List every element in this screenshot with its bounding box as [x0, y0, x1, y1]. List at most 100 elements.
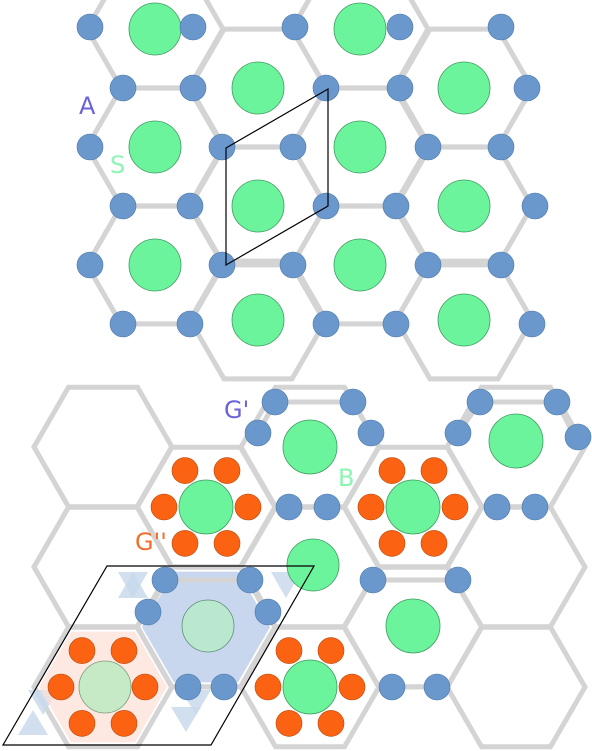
blue-atom-g-prime	[210, 673, 238, 701]
blue-atom-a	[76, 251, 104, 279]
blue-atom-g-prime	[564, 423, 592, 451]
blue-atom-g-prime	[174, 673, 202, 701]
orange-atom-g-double-prime	[110, 710, 138, 737]
orange-atom-g-double-prime	[317, 637, 345, 664]
blue-atom-g-prime	[275, 493, 303, 521]
orange-atom-g-double-prime	[213, 457, 241, 484]
blue-atom-a	[382, 192, 410, 220]
green-atom-b	[282, 419, 338, 475]
green-atom-faded	[181, 599, 235, 653]
green-atom-s	[231, 293, 285, 347]
blue-atom-g-prime	[543, 388, 571, 416]
orange-atom-g-double-prime	[171, 530, 199, 557]
blue-atom-g-prime	[151, 566, 179, 594]
orange-atom-g-double-prime	[68, 637, 96, 664]
green-atom-s	[128, 2, 182, 56]
blue-atom-a	[109, 310, 137, 338]
blue-atom-a	[109, 74, 137, 102]
green-atom-b	[178, 479, 234, 535]
orange-atom-g-double-prime	[378, 530, 406, 557]
blue-atom-g-prime	[444, 566, 472, 594]
blue-atom-a	[179, 13, 207, 41]
orange-atom-g-double-prime	[317, 710, 345, 737]
blue-atom-a	[208, 133, 236, 161]
blue-atom-a	[487, 133, 515, 161]
label-b: B	[338, 464, 355, 492]
green-atom-s	[128, 120, 182, 174]
orange-atom-g-double-prime	[234, 493, 262, 521]
blue-atom-g-prime	[444, 419, 472, 447]
orange-atom-g-double-prime	[275, 637, 303, 664]
green-atom-b	[286, 538, 340, 592]
orange-atom-g-double-prime	[357, 493, 385, 521]
blue-atom-a	[521, 192, 549, 220]
label-g-double-prime: G''	[135, 528, 167, 556]
blue-atom-a	[487, 13, 515, 41]
blue-atom-a	[487, 251, 515, 279]
orange-atom-g-double-prime	[47, 673, 75, 701]
blue-atom-a	[76, 133, 104, 161]
blue-atom-g-prime	[244, 419, 272, 447]
blue-atom-g-prime	[521, 493, 549, 521]
orange-atom-g-double-prime	[110, 637, 138, 664]
green-atom-b	[385, 479, 441, 535]
green-atom-s	[333, 2, 387, 56]
green-atom-s	[231, 61, 285, 115]
blue-atom-a	[382, 310, 410, 338]
hexagon-outline	[444, 504, 588, 630]
label-a: A	[79, 92, 96, 120]
blue-atom-a	[279, 133, 307, 161]
blue-atom-g-prime	[466, 388, 494, 416]
blue-atom-a	[208, 251, 236, 279]
orange-atom-g-double-prime	[131, 673, 159, 701]
blue-atom-a	[312, 310, 340, 338]
green-atom-b	[282, 659, 338, 715]
blue-atom-g-prime	[313, 493, 341, 521]
green-atom-s	[437, 61, 491, 115]
blue-atom-g-prime	[357, 419, 385, 447]
blue-atom-a	[281, 13, 309, 41]
blue-atom-a	[312, 192, 340, 220]
atoms	[47, 2, 592, 737]
shaded-triangle	[171, 707, 201, 732]
orange-atom-g-double-prime	[441, 493, 469, 521]
blue-atom-a	[76, 13, 104, 41]
blue-atom-a	[176, 310, 204, 338]
blue-atom-a	[109, 192, 137, 220]
hexagon-outline	[31, 384, 175, 510]
blue-atom-a	[518, 310, 546, 338]
blue-atom-g-prime	[134, 598, 162, 626]
blue-atom-g-prime	[378, 673, 406, 701]
orange-atom-g-double-prime	[420, 530, 448, 557]
orange-atom-g-double-prime	[275, 710, 303, 737]
blue-atom-g-prime	[339, 388, 367, 416]
shaded-triangle	[18, 710, 48, 735]
green-atom-s	[333, 238, 387, 292]
hexagon-outline	[444, 624, 588, 750]
blue-atom-a	[414, 251, 442, 279]
unit-cells	[1, 87, 329, 746]
orange-atom-g-double-prime	[420, 457, 448, 484]
blue-atom-a	[179, 74, 207, 102]
blue-atom-g-prime	[254, 598, 282, 626]
green-atom-s	[333, 120, 387, 174]
blue-atom-a	[176, 192, 204, 220]
blue-atom-g-prime	[359, 566, 387, 594]
blue-atom-g-prime	[236, 566, 264, 594]
blue-atom-g-prime	[423, 673, 451, 701]
orange-atom-g-double-prime	[68, 710, 96, 737]
green-atom-faded	[78, 660, 132, 714]
green-atom-s	[231, 179, 285, 233]
green-atom-b	[385, 598, 441, 654]
blue-atom-a	[312, 74, 340, 102]
blue-atom-a	[279, 251, 307, 279]
orange-atom-g-double-prime	[338, 673, 366, 701]
orange-atom-g-double-prime	[213, 530, 241, 557]
top-unit-cell	[225, 87, 329, 267]
green-atom-s	[437, 179, 491, 233]
label-s: S	[110, 151, 126, 179]
blue-atom-a	[414, 133, 442, 161]
orange-atom-g-double-prime	[150, 493, 178, 521]
green-atom-s	[437, 293, 491, 347]
